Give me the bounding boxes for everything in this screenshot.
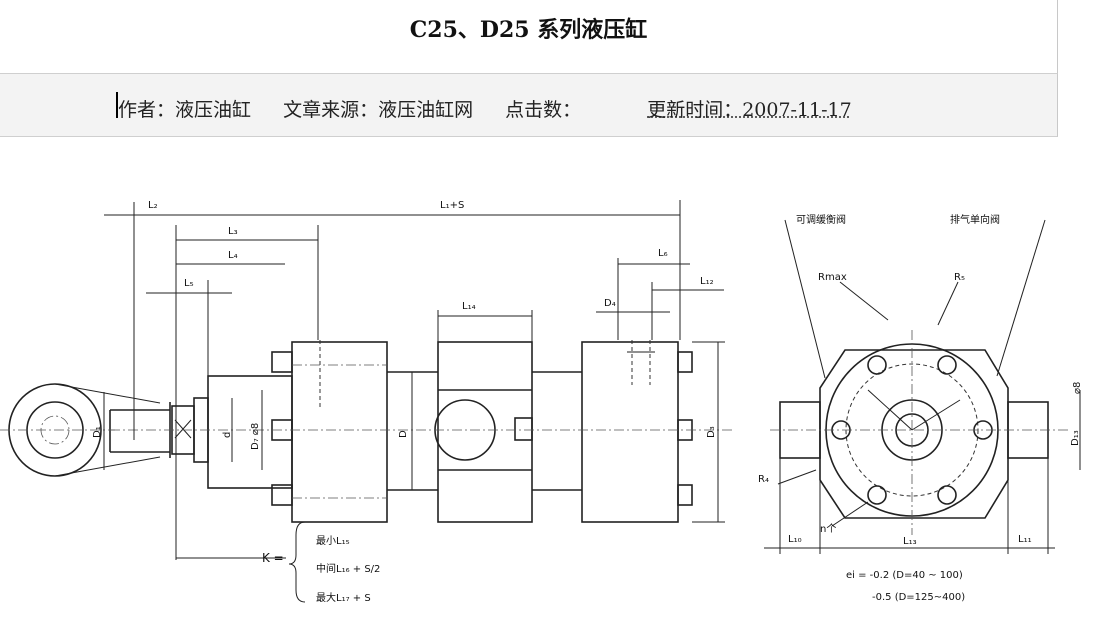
- updated-text: 更新时间：2007-11-17: [647, 99, 852, 121]
- label-k: K =: [262, 551, 284, 565]
- rear-head: [581, 340, 693, 523]
- label-d3: D₃: [706, 426, 717, 438]
- dimensions-vertical: D₁ d D₇ ⌀8 D D₃: [92, 341, 725, 523]
- label-phi8: ⌀8: [1072, 382, 1083, 394]
- label-n: n个: [820, 523, 836, 535]
- label-l2: L₂: [148, 200, 158, 211]
- source-text: 文章来源：液压油缸网: [283, 99, 474, 121]
- label-kmax: 最大L₁₇ + S: [316, 591, 371, 604]
- label-kmid: 中间L₁₆ + S/2: [316, 562, 380, 575]
- label-ei1: ei = -0.2 (D=40 ~ 100): [846, 570, 963, 581]
- label-d13: D₁₃: [1070, 430, 1081, 446]
- label-rmax: Rmax: [818, 272, 847, 283]
- label-r4: R₄: [758, 474, 769, 485]
- trunnion: [434, 341, 533, 523]
- label-l4: L₄: [228, 250, 238, 261]
- page-title: C25、D25 系列液压缸: [409, 17, 648, 43]
- label-r5: R₅: [954, 272, 965, 283]
- label-d1: D₁: [92, 426, 103, 438]
- label-kmin: 最小L₁₅: [316, 535, 350, 547]
- label-l6: L₆: [658, 248, 668, 259]
- label-l10: L₁₀: [788, 534, 802, 545]
- label-l14: L₁₄: [462, 301, 476, 312]
- article-meta-bar: 作者：液压油缸 文章来源：液压油缸网 点击数： 更新时间：2007-11-17: [0, 73, 1058, 137]
- article-meta: 作者：液压油缸 文章来源：液压油缸网 点击数： 更新时间：2007-11-17: [118, 95, 878, 122]
- label-ei2: -0.5 (D=125~400): [872, 592, 965, 603]
- title-panel: C25、D25 系列液压缸: [0, 0, 1058, 73]
- hydraulic-cylinder-drawing: L₂ L₁+S L₃ L₄ L₅ L₁₄ L₆ L₁₂ D₄ D₁ d D₇ ⌀…: [0, 200, 1083, 604]
- end-view: 可调缓衡阀 排气单向阀 Rmax R₅ R₄ n个 L₁₀ L₁₃ L₁₁ D₁…: [758, 213, 1083, 603]
- dimensions-top: L₂ L₁+S L₃ L₄ L₅ L₁₄ L₆ L₁₂ D₄: [104, 200, 724, 440]
- label-l11: L₁₁: [1018, 534, 1032, 545]
- label-l1s: L₁+S: [440, 200, 464, 211]
- k-formula: K = 最小L₁₅ 中间L₁₆ + S/2 最大L₁₇ + S: [175, 440, 380, 604]
- label-d7: D₇ ⌀8: [250, 423, 261, 450]
- label-l3: L₃: [228, 226, 238, 237]
- author-text: 作者：液压油缸: [118, 99, 252, 121]
- label-l12: L₁₂: [700, 276, 714, 287]
- label-l5: L₅: [184, 278, 194, 289]
- label-d4: D₄: [604, 298, 616, 309]
- text-cursor: [116, 92, 118, 118]
- clicks-text: 点击数：: [505, 99, 582, 121]
- label-buffer-valve: 可调缓衡阀: [796, 213, 846, 226]
- front-head: [207, 340, 388, 523]
- label-D: D: [398, 430, 409, 438]
- label-check-valve: 排气单向阀: [950, 213, 1000, 226]
- label-d: d: [222, 432, 233, 438]
- label-l13: L₁₃: [903, 536, 917, 547]
